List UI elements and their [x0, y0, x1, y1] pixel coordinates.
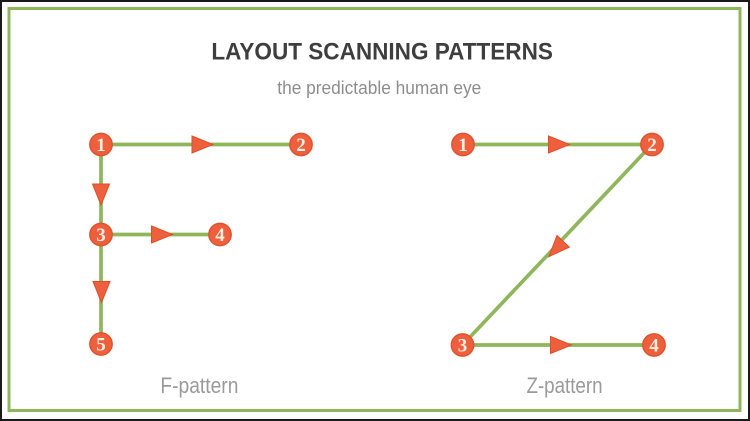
- svg-text:1: 1: [96, 135, 106, 156]
- svg-text:1: 1: [458, 135, 468, 156]
- svg-text:F-pattern: F-pattern: [160, 373, 238, 398]
- svg-text:2: 2: [647, 135, 657, 156]
- svg-text:4: 4: [649, 335, 659, 356]
- svg-text:LAYOUT SCANNING PATTERNS: LAYOUT SCANNING PATTERNS: [211, 39, 553, 66]
- svg-text:3: 3: [96, 225, 106, 246]
- svg-text:Z-pattern: Z-pattern: [527, 373, 603, 398]
- svg-text:5: 5: [96, 334, 106, 355]
- svg-text:2: 2: [296, 135, 306, 156]
- svg-text:3: 3: [458, 335, 468, 356]
- svg-text:the predictable human eye: the predictable human eye: [277, 78, 481, 98]
- svg-text:4: 4: [215, 225, 225, 246]
